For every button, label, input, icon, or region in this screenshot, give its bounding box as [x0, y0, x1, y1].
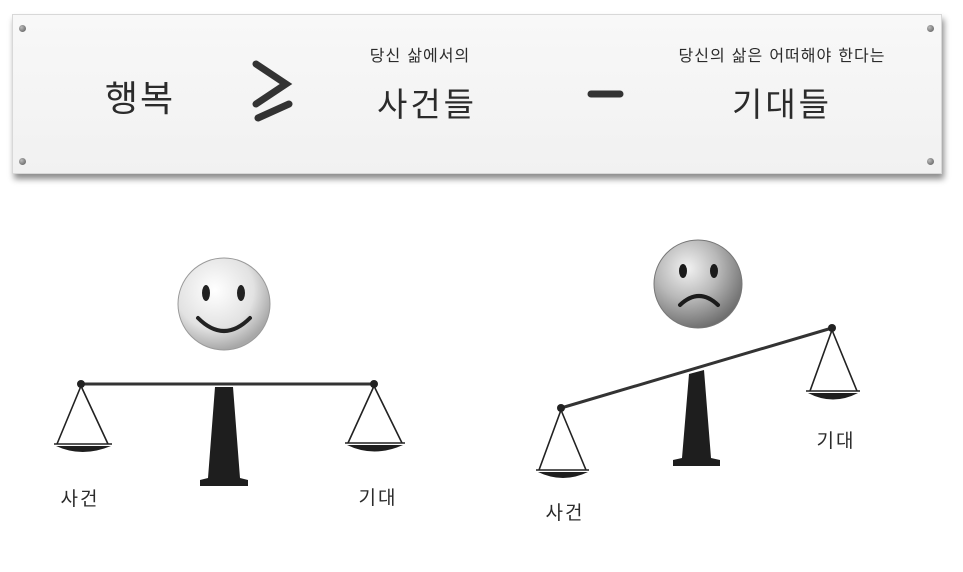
expectations-term: 기대들 — [731, 85, 833, 124]
right-scale-events-label: 사건 — [545, 502, 585, 524]
expectations-caption: 당신의 삶은 어떠해야 한다는 — [678, 46, 886, 65]
balanced-scale — [54, 380, 405, 486]
rivet — [19, 25, 26, 32]
right-scale-expectations-label: 기대 — [816, 430, 856, 452]
happy-face-icon — [177, 257, 271, 351]
sad-face-icon — [653, 239, 743, 329]
formula-banner — [12, 14, 942, 174]
events-caption: 당신 삶에서의 — [369, 46, 471, 65]
events-term: 사건들 — [376, 85, 478, 124]
rivet — [927, 25, 934, 32]
greater-equal-icon — [252, 60, 293, 122]
left-scale-expectations-label: 기대 — [358, 487, 398, 509]
rivet — [19, 158, 26, 165]
rivet — [927, 158, 934, 165]
tilted-scale — [536, 324, 860, 478]
left-scale-events-label: 사건 — [60, 488, 100, 510]
happiness-term: 행복 — [104, 79, 176, 120]
